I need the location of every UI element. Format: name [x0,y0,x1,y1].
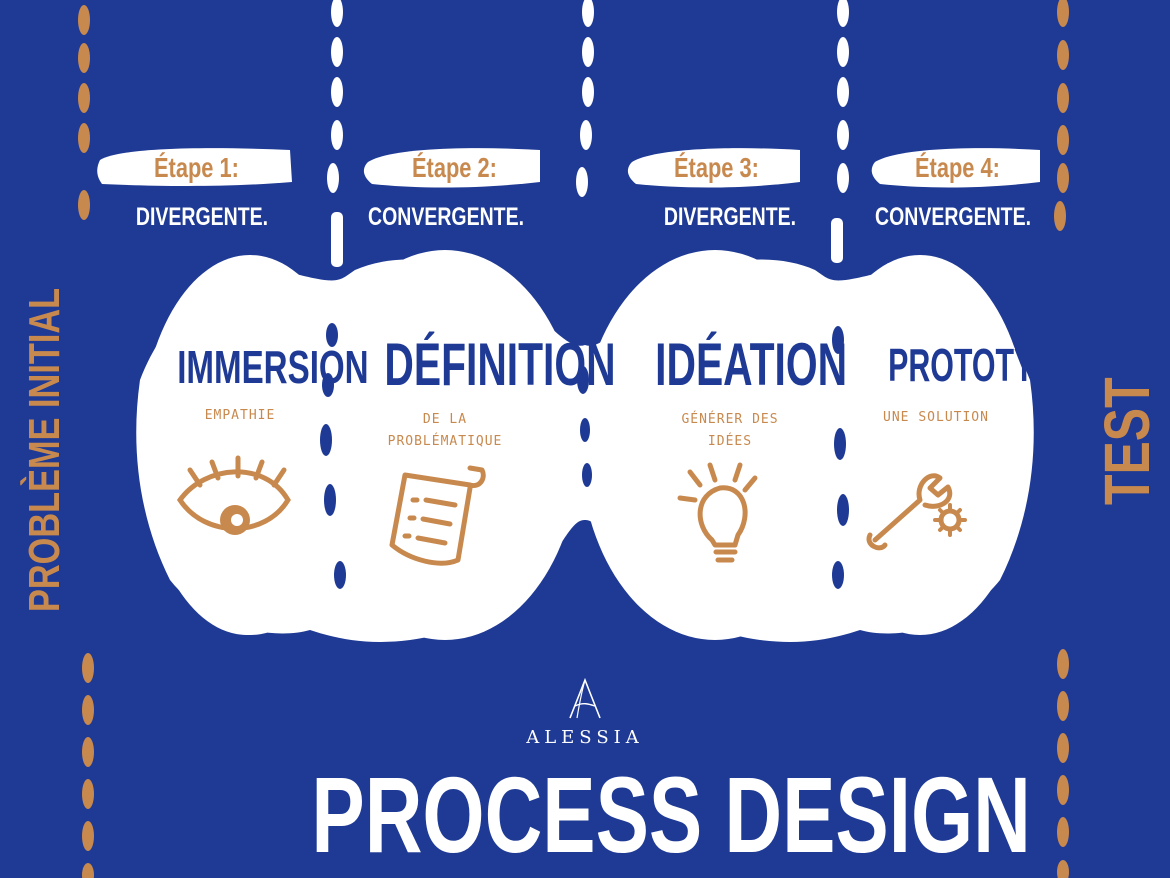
side-label-initial-problem: PROBLÈME INITIAL [20,287,69,612]
step-4-tag: Étape 4: [915,152,1000,183]
phase-definition-subtitle-line1: DE LA [422,412,468,427]
step-4-label: CONVERGENTE. [874,203,1032,231]
side-label-test: TEST [1091,377,1163,505]
white-dashed-lines [327,0,849,197]
step-tag-brushes [97,148,1040,188]
step-2-tag: Étape 2: [411,152,497,183]
lightbulb-icon [677,462,758,563]
step-3-label: DIVERGENTE. [663,203,797,231]
phase-ideation-subtitle-line1: GÉNÉRER DES [681,412,779,427]
step-2-label: CONVERGENTE. [367,203,525,231]
main-title: PROCESS DESIGN [311,754,1031,875]
right-dashed-line [1054,0,1069,878]
eye-icon [176,455,291,535]
phase-definition-title: DÉFINITION [384,331,616,398]
phase-ideation-subtitle-line2: IDÉES [707,434,753,449]
inner-dashed-lines [320,323,849,589]
phase-immersion-title: IMMERSION [177,341,369,393]
brand-name: ALESSIA [526,727,644,748]
phase-prototype-title: PROTOTYPE [888,339,1075,391]
phase-ideation-title: IDÉATION [655,331,848,398]
alessia-logo-icon [569,677,601,719]
phase-prototype-subtitle: UNE SOLUTION [883,410,989,425]
step-1-label: DIVERGENTE. [135,203,269,231]
step-1-tag: Étape 1: [153,152,239,183]
document-icon [389,465,486,566]
phase-definition-subtitle-line2: PROBLÉMATIQUE [387,434,503,449]
left-dashed-line [78,5,94,878]
diamond-shapes [136,250,1034,642]
phase-immersion-subtitle: EMPATHIE [204,408,276,423]
step-3-tag: Étape 3: [673,152,759,183]
wrench-gear-icon [866,473,967,551]
